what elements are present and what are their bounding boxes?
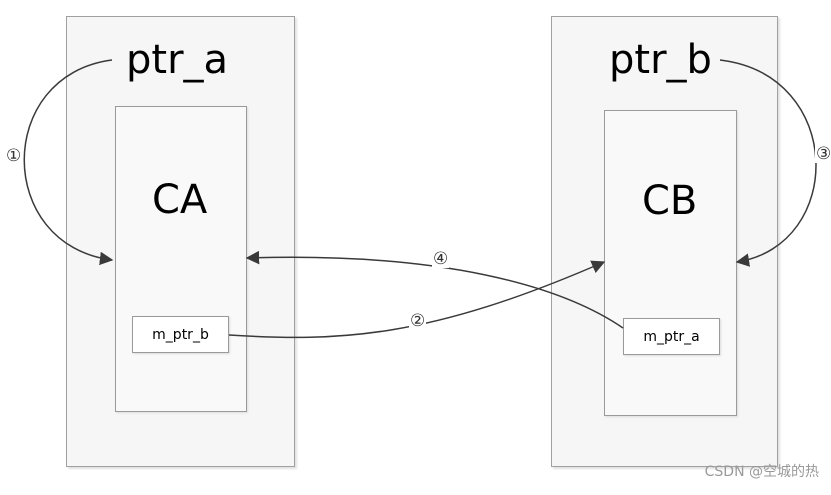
arrow-marker-1: ① <box>5 146 23 166</box>
arrow-marker-2: ② <box>409 311 427 331</box>
arrow-3 <box>719 59 817 267</box>
arrow-marker-4: ④ <box>432 249 450 269</box>
class-ca-label: CA <box>152 177 208 223</box>
member-m-ptr-a: m_ptr_a <box>623 318 720 355</box>
class-ca-box <box>115 106 247 412</box>
member-m-ptr-b: m_ptr_b <box>132 316 229 353</box>
ptr-b-label: ptr_b <box>609 37 712 83</box>
arrow-4 <box>245 250 624 329</box>
class-cb-label: CB <box>642 178 698 224</box>
watermark: CSDN @空城的热 <box>704 464 819 480</box>
ptr-a-label: ptr_a <box>126 37 229 83</box>
arrow-marker-3: ③ <box>815 144 831 164</box>
class-cb-box <box>604 110 737 416</box>
arrow-1 <box>23 59 114 266</box>
